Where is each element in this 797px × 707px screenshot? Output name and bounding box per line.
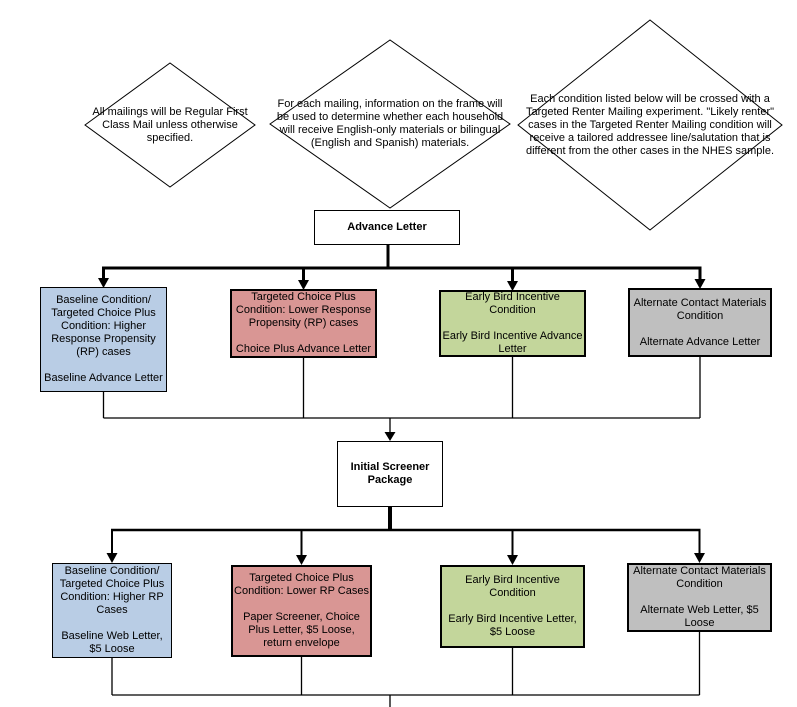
- condition-text: Early Bird Incentive Condition: [465, 574, 560, 599]
- connector-line: [102, 245, 702, 270]
- condition-box-alternate-screener: Alternate Contact Materials Condition Al…: [627, 563, 772, 632]
- connector-line: [111, 530, 701, 558]
- note-text: For each mailing, information on the fra…: [276, 98, 504, 149]
- connector-line: [111, 632, 701, 707]
- note-diamond-shape: [517, 19, 783, 231]
- stage-label: Advance Letter: [347, 221, 427, 233]
- arrow-down-icon: [507, 555, 518, 565]
- material-text: Paper Screener, Choice Plus Letter, $5 L…: [243, 611, 360, 649]
- note-diamond-shape: [84, 62, 256, 188]
- condition-box-early-bird-advance: Early Bird Incentive Condition Early Bir…: [439, 290, 586, 357]
- connector-line: [102, 357, 701, 434]
- condition-box-early-bird-screener: Early Bird Incentive Condition Early Bir…: [440, 565, 585, 648]
- material-text: Baseline Web Letter, $5 Loose: [61, 630, 163, 655]
- connector-line: [102, 268, 702, 283]
- arrow-down-icon: [296, 555, 307, 565]
- note-text: All mailings will be Regular First Class…: [92, 105, 248, 144]
- arrow-down-icon: [507, 281, 518, 291]
- condition-text: Targeted Choice Plus Condition: Lower Re…: [235, 291, 372, 329]
- material-text: Alternate Advance Letter: [639, 335, 761, 348]
- condition-text: Targeted Choice Plus Condition: Lower RP…: [234, 572, 369, 597]
- arrow-down-icon: [98, 278, 109, 288]
- arrow-down-icon: [298, 280, 309, 290]
- condition-text: Baseline Condition/ Targeted Choice Plus…: [59, 565, 165, 616]
- condition-text: Alternate Contact Materials Condition: [633, 565, 766, 590]
- note-diamond-shape: [269, 39, 511, 209]
- initial-screener-package-box: Initial Screener Package: [337, 441, 443, 507]
- condition-box-choice-plus-advance: Targeted Choice Plus Condition: Lower Re…: [230, 289, 377, 358]
- arrow-down-icon: [694, 553, 705, 563]
- condition-box-baseline-screener: Baseline Condition/ Targeted Choice Plus…: [52, 563, 172, 658]
- arrow-down-icon: [384, 432, 396, 441]
- note-text: Each condition listed below will be cros…: [525, 92, 775, 157]
- condition-box-baseline-advance: Baseline Condition/ Targeted Choice Plus…: [40, 287, 167, 392]
- condition-box-choice-plus-screener: Targeted Choice Plus Condition: Lower RP…: [231, 565, 372, 657]
- condition-box-alternate-advance: Alternate Contact Materials Condition Al…: [628, 288, 772, 357]
- note-bilingual-materials: For each mailing, information on the fra…: [270, 40, 510, 208]
- stage-label: Initial Screener Package: [350, 461, 430, 486]
- note-first-class-mail: All mailings will be Regular First Class…: [85, 63, 255, 187]
- condition-text: Baseline Condition/ Targeted Choice Plus…: [51, 294, 156, 358]
- material-text: Early Bird Incentive Letter, $5 Loose: [448, 613, 577, 638]
- material-text: Alternate Web Letter, $5 Loose: [640, 604, 759, 629]
- arrow-down-icon: [694, 279, 706, 289]
- material-text: Early Bird Incentive Advance Letter: [442, 330, 583, 355]
- condition-text: Alternate Contact Materials Condition: [633, 296, 767, 322]
- condition-text: Early Bird Incentive Condition: [465, 291, 560, 316]
- advance-letter-box: Advance Letter: [314, 210, 460, 245]
- material-text: Choice Plus Advance Letter: [235, 343, 372, 355]
- arrow-down-icon: [106, 553, 118, 563]
- material-text: Baseline Advance Letter: [44, 372, 163, 384]
- note-targeted-renter: Each condition listed below will be cros…: [518, 20, 782, 230]
